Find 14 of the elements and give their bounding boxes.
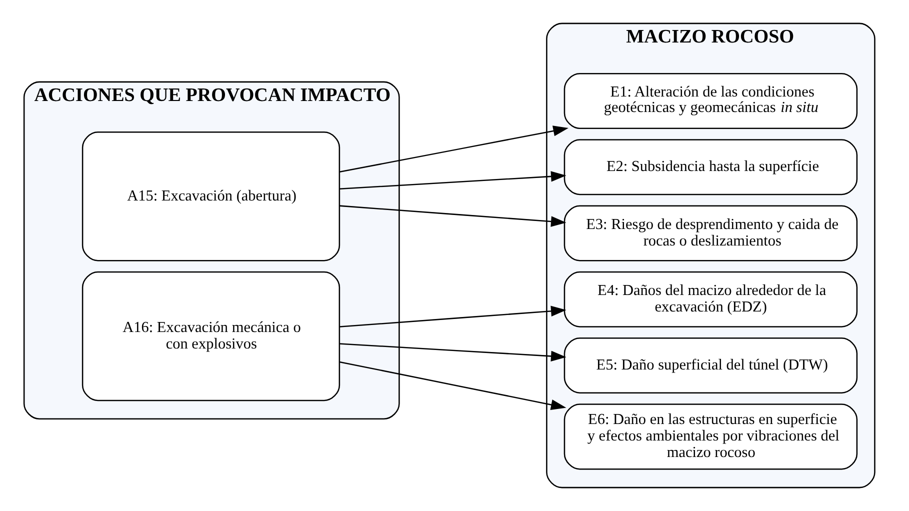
arrow: [340, 126, 568, 173]
arrow: [340, 171, 566, 190]
node-box: E4: Daños del macizo alrededor de la excavación (EDZ): [564, 271, 858, 328]
arrow: [340, 306, 566, 328]
arrow: [340, 205, 566, 227]
node-box: E2: Subsidencia hasta la superfície: [564, 139, 858, 196]
arrow: [340, 343, 566, 362]
node-box: E6: Daño en las estructuras en superficie y efectos ambientales por vibraciones del macizo rocoso: [564, 404, 858, 470]
node-box: A16: Excavación mecánica o con explosivos: [82, 271, 340, 402]
node-box: A15: Excavación (abertura): [82, 132, 340, 262]
node-box: E3: Riesgo de desprendimento y caida de rocas o deslizamientos: [564, 205, 858, 262]
arrow: [340, 361, 566, 410]
node-box: E5: Daño superficial del túnel (DTW): [564, 338, 858, 394]
node-box: E1: Alteración de las condiciones geotécnicas y geomecánicas in situ: [564, 73, 858, 129]
